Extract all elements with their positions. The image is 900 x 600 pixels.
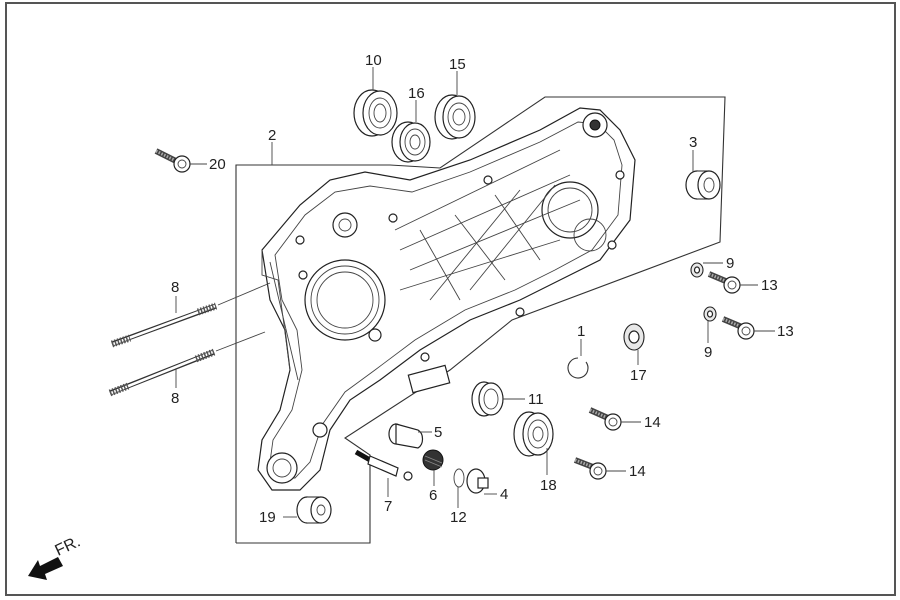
callout-10: 10 bbox=[365, 52, 382, 69]
callout-3: 3 bbox=[689, 134, 697, 151]
flange-bolt-13-upper[interactable] bbox=[707, 271, 741, 294]
diagram-frame bbox=[5, 2, 896, 596]
drain-bolt-4[interactable] bbox=[466, 468, 489, 494]
callout-19: 19 bbox=[259, 509, 276, 526]
callout-1: 1 bbox=[577, 323, 585, 340]
strainer-screen-6[interactable] bbox=[422, 449, 444, 471]
callout-20: 20 bbox=[209, 156, 226, 173]
callout-9-lower: 9 bbox=[704, 344, 712, 361]
flange-bolt-20[interactable] bbox=[154, 148, 191, 173]
callout-12: 12 bbox=[450, 509, 467, 526]
crankcase-group-bracket bbox=[235, 96, 726, 544]
callout-16: 16 bbox=[408, 85, 425, 102]
front-direction-indicator: FR. bbox=[28, 533, 83, 580]
stud-bolt-8-upper[interactable] bbox=[110, 302, 218, 348]
bearing-16[interactable] bbox=[391, 121, 431, 163]
left-crankcase[interactable] bbox=[257, 107, 636, 491]
flange-bolt-14-upper[interactable] bbox=[588, 407, 622, 431]
callout-17: 17 bbox=[630, 367, 647, 384]
callout-2: 2 bbox=[268, 127, 276, 144]
o-ring-12[interactable] bbox=[453, 468, 465, 488]
flange-bolt-13-lower[interactable] bbox=[721, 316, 755, 340]
bearing-3[interactable] bbox=[685, 170, 721, 200]
bearing-18[interactable] bbox=[513, 411, 554, 457]
bearing-10[interactable] bbox=[353, 89, 398, 137]
flange-bolt-14-lower[interactable] bbox=[573, 457, 607, 480]
washer-9-lower[interactable] bbox=[703, 306, 717, 322]
bearing-15[interactable] bbox=[434, 94, 476, 140]
front-arrow-icon bbox=[28, 557, 63, 580]
oil-seal-17[interactable] bbox=[623, 323, 645, 351]
callout-9-upper: 9 bbox=[726, 255, 734, 272]
oil-seal-11[interactable] bbox=[471, 381, 504, 417]
bushing-19[interactable] bbox=[296, 496, 332, 524]
callout-13-lower: 13 bbox=[777, 323, 794, 340]
callout-5: 5 bbox=[434, 424, 442, 441]
front-label: FR. bbox=[53, 533, 84, 559]
callout-7: 7 bbox=[384, 498, 392, 515]
circlip-1[interactable] bbox=[567, 357, 589, 379]
stud-7[interactable] bbox=[354, 449, 413, 481]
callout-8-upper: 8 bbox=[171, 279, 179, 296]
callout-14-lower: 14 bbox=[629, 463, 646, 480]
stud-bolt-8-lower[interactable] bbox=[108, 348, 216, 397]
washer-9-upper[interactable] bbox=[690, 262, 704, 278]
callout-13-upper: 13 bbox=[761, 277, 778, 294]
callout-18: 18 bbox=[540, 477, 557, 494]
callout-15: 15 bbox=[449, 56, 466, 73]
callout-11: 11 bbox=[528, 391, 544, 408]
callout-8-lower: 8 bbox=[171, 390, 179, 407]
callout-4: 4 bbox=[500, 486, 508, 503]
cap-5[interactable] bbox=[388, 423, 424, 449]
callout-14-upper: 14 bbox=[644, 414, 661, 431]
leader-lines bbox=[175, 67, 775, 518]
callout-6: 6 bbox=[429, 487, 437, 504]
